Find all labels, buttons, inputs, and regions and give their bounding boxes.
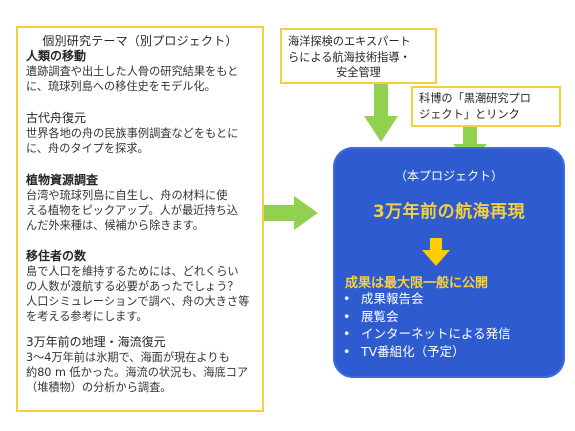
body-line: を考える参考にします。 [26, 310, 148, 323]
box-line: ジェクト」とリンク [419, 107, 520, 121]
body-line: 世界各地の舟の民族事例調査などをもとに [26, 127, 239, 140]
list-item: 成果報告会 [343, 290, 511, 308]
section-body: 島で人口を維持するためには、どれくらい の人数が渡航する必要があったでしょう？ … [26, 264, 256, 324]
section-title: 古代舟復元 [26, 111, 87, 125]
body-line: 人口シミュレーションで調べ、舟の大きさ等 [26, 295, 250, 308]
body-line: （堆積物）の分析から調査。 [26, 381, 172, 394]
list-item: TV番組化（予定） [343, 343, 511, 361]
box-line: 科博の「黒潮研究プロ [419, 92, 531, 105]
section-title: 移住者の数 [26, 249, 87, 263]
arrow-down-from-right-icon [453, 127, 487, 163]
navigation-expert-box: 海洋探検のエキスパート らによる航海技術指導・ 安全管理 [280, 28, 437, 84]
yellow-down-arrow-icon [422, 238, 450, 266]
section-ancient-boat: 古代舟復元 世界各地の舟の民族事例調査などをもとに に、舟のタイプを探求。 [26, 110, 256, 156]
body-line: 台湾や琉球列島に自生し、舟の材料に使 [26, 189, 228, 202]
box-line: 海洋探検のエキスパート [288, 35, 411, 48]
box-line: 安全管理 [336, 66, 381, 79]
body-line: の人数が渡航する必要があったでしょう？ [26, 280, 239, 293]
section-title: 植物資源調査 [26, 173, 99, 187]
list-item: 展覧会 [343, 308, 511, 326]
main-subtitle: （本プロジェクト） [394, 169, 503, 183]
body-line: んだ外来種は、候補から除きます。 [26, 219, 204, 232]
body-line: 3〜4万年前は氷期で、海面が現在よりも [26, 351, 230, 364]
section-body: 世界各地の舟の民族事例調査などをもとに に、舟のタイプを探求。 [26, 126, 256, 156]
main-project-box: （本プロジェクト） 3万年前の航海再現 成果は最大限一般に公開 成果報告会 展覧… [333, 147, 565, 378]
box-line: らによる航海技術指導・ [288, 50, 411, 64]
research-themes-panel: 個別研究テーマ（別プロジェクト） 人類の移動 遺跡調査や出土した人骨の研究結果を… [16, 26, 264, 412]
section-title: 3万年前の地理・海流復元 [26, 335, 166, 349]
section-body: 3〜4万年前は氷期で、海面が現在よりも 約80 m 低かった。海流の状況も、海底… [26, 350, 256, 395]
body-line: 島で人口を維持するためには、どれくらい [26, 265, 239, 278]
result-title: 成果は最大限一般に公開 [345, 276, 489, 291]
section-migrant-count: 移住者の数 島で人口を維持するためには、どれくらい の人数が渡航する必要があった… [26, 248, 256, 324]
section-plant-resources: 植物資源調査 台湾や琉球列島に自生し、舟の材料に使 える植物をピックアップ。人が… [26, 172, 256, 233]
arrow-down-from-top-icon [364, 84, 398, 142]
body-line: 約80 m 低かった。海流の状況も、海底コア [26, 366, 249, 379]
main-title: 3万年前の航海再現 [372, 202, 526, 222]
kuroshio-link-box: 科博の「黒潮研究プロ ジェクト」とリンク [411, 86, 561, 127]
section-geography-currents: 3万年前の地理・海流復元 3〜4万年前は氷期で、海面が現在よりも 約80 m 低… [26, 334, 256, 395]
section-body: 台湾や琉球列島に自生し、舟の材料に使 える植物をピックアップ。人が最近持ち込 ん… [26, 188, 256, 233]
body-line: 遺跡調査や出土した人骨の研究結果をもと [26, 65, 239, 78]
output-list: 成果報告会 展覧会 インターネットによる発信 TV番組化（予定） [343, 290, 511, 360]
section-body: 遺跡調査や出土した人骨の研究結果をもと に、琉球列島への移住史をモデル化。 [26, 64, 256, 94]
body-line: に、舟のタイプを探求。 [26, 142, 149, 155]
arrow-right-from-left-icon [264, 196, 318, 230]
section-human-migration: 人類の移動 遺跡調査や出土した人骨の研究結果をもと に、琉球列島への移住史をモデ… [26, 48, 256, 94]
section-title: 人類の移動 [26, 49, 87, 63]
body-line: える植物をピックアップ。人が最近持ち込 [26, 204, 238, 217]
body-line: に、琉球列島への移住史をモデル化。 [26, 80, 216, 93]
list-item: インターネットによる発信 [343, 325, 511, 343]
panel-heading: 個別研究テーマ（別プロジェクト） [42, 34, 238, 48]
